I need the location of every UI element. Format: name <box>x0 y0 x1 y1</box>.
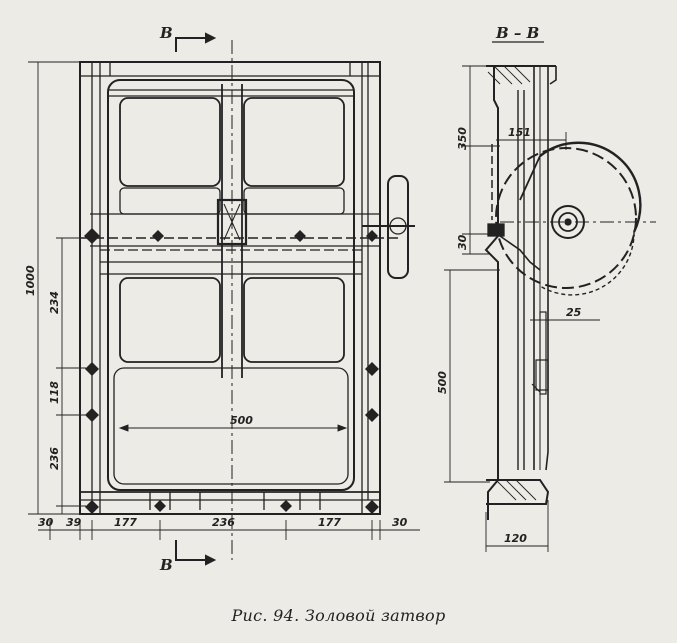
figure-caption: Рис. 94. Золовой затвор <box>231 606 446 625</box>
dim-151: 151 <box>508 126 531 139</box>
dim-30-left: 30 <box>38 516 54 529</box>
center-hub <box>216 198 248 246</box>
dim-500-inner: 500 <box>230 414 253 427</box>
section-dimension-lines <box>444 65 600 552</box>
dim-236-left: 236 <box>48 447 61 470</box>
dim-30-section: 30 <box>456 234 469 250</box>
section-letter-bottom: В <box>159 556 173 574</box>
window-pane <box>119 97 221 187</box>
section-letter-top: В <box>159 24 173 42</box>
window-pane <box>243 277 345 363</box>
dim-500-section: 500 <box>436 371 449 394</box>
front-view <box>79 40 415 560</box>
handwheel-front <box>362 175 415 279</box>
section-title: В – В <box>495 24 539 42</box>
dim-30-right: 30 <box>392 516 408 529</box>
dim-350: 350 <box>456 127 469 150</box>
dim-177-left: 177 <box>114 516 137 529</box>
dim-39: 39 <box>66 516 82 529</box>
window-pane <box>243 97 345 187</box>
dim-overall-height: 1000 <box>24 265 37 296</box>
dim-25: 25 <box>566 306 582 319</box>
inner-frame <box>107 79 355 491</box>
window-pane <box>119 277 221 363</box>
outer-frame <box>79 61 381 515</box>
dim-120: 120 <box>504 532 527 545</box>
dim-177-right: 177 <box>318 516 341 529</box>
handwheel-dashed <box>495 147 637 289</box>
dim-234: 234 <box>48 291 61 314</box>
section-view <box>484 65 656 520</box>
front-dimension-lines <box>28 61 420 540</box>
handwheel-section <box>519 141 642 296</box>
dim-118: 118 <box>48 381 61 404</box>
section-marker-top <box>175 32 217 52</box>
section-marker-bottom <box>175 540 217 566</box>
bolt-markers <box>84 228 379 514</box>
dim-236-bottom: 236 <box>212 516 235 529</box>
ash-gate-drawing: В В В – В 1000 234 118 236 30 39 177 236… <box>24 24 656 574</box>
